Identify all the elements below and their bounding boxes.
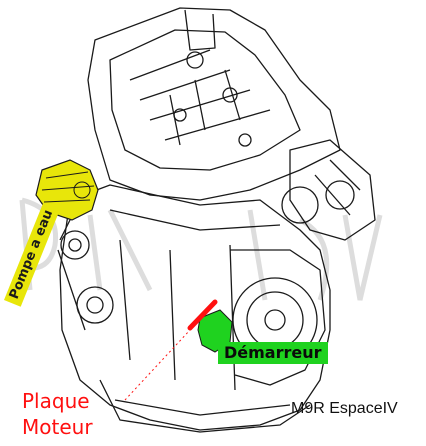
starter-label: Démarreur xyxy=(218,342,328,364)
engine-plate-label-line1: Plaque xyxy=(22,389,90,413)
model-caption: M9R EspaceIV xyxy=(291,400,398,417)
plaque-marker xyxy=(124,299,218,401)
engine-plate-label: Plaque Moteur xyxy=(22,388,93,440)
water-pump-highlight xyxy=(35,159,99,221)
engine-block xyxy=(57,7,376,433)
engine-plate-label-line2: Moteur xyxy=(22,415,93,439)
watermark xyxy=(19,197,383,301)
